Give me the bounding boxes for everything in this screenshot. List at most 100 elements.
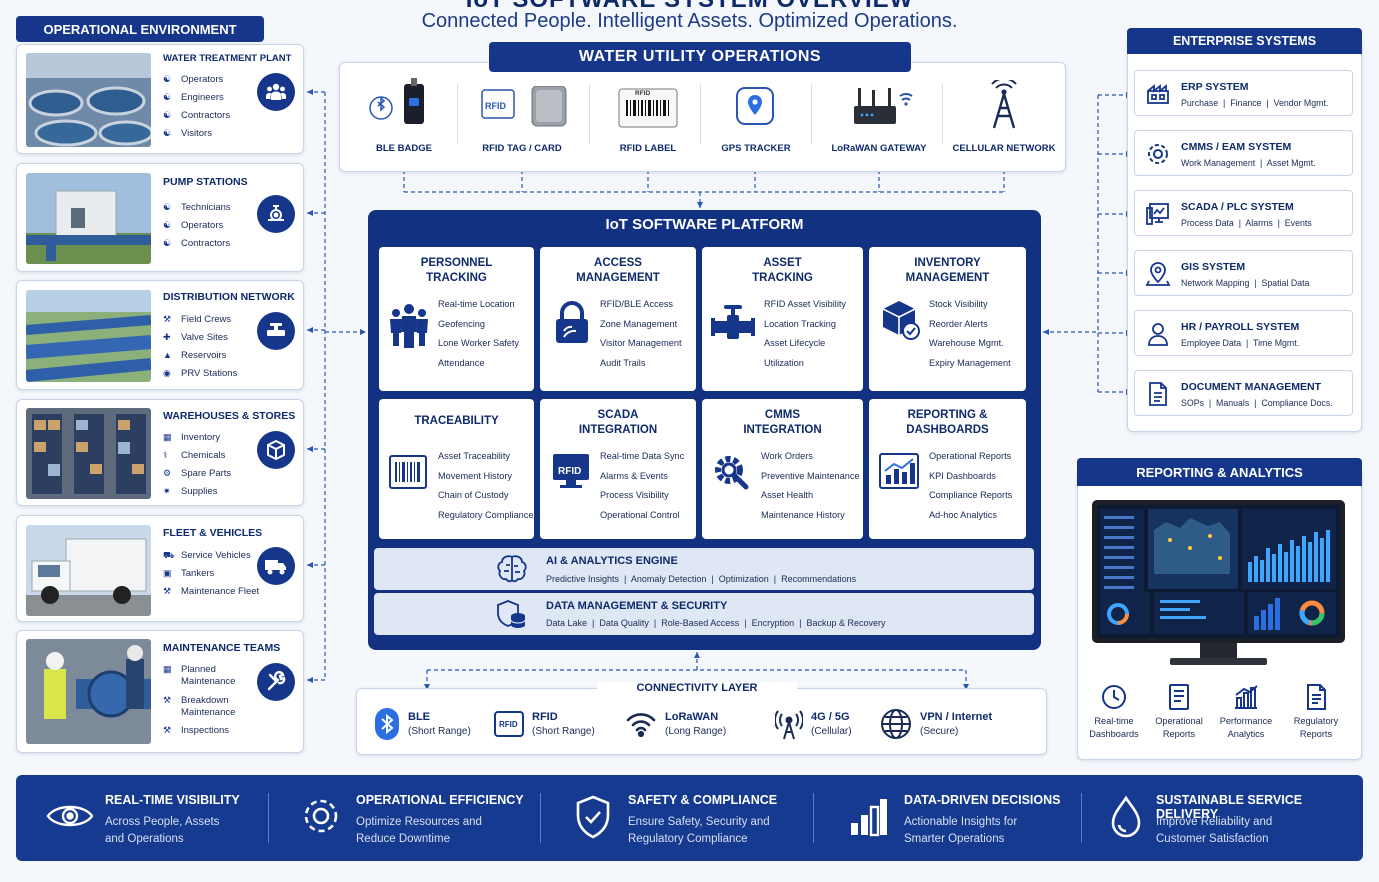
benefit-divider [268, 793, 269, 843]
box-icon [257, 431, 295, 469]
ent-scada-plc-system[interactable]: SCADA / PLC SYSTEM Process Data | Alarms… [1134, 190, 1353, 236]
device-ble-badge[interactable]: BLE BADGE [351, 62, 457, 162]
conn-cellular[interactable]: 4G / 5G(Cellular) [775, 706, 852, 742]
device-cellular-network[interactable]: CELLULAR NETWORK [948, 62, 1060, 162]
ent-cmms-eam-system[interactable]: CMMS / EAM SYSTEM Work Management | Asse… [1134, 130, 1353, 176]
device-gps-tracker[interactable]: GPS TRACKER [706, 62, 806, 162]
gauge-icon: ◉ [163, 368, 171, 378]
env-card-title: DISTRIBUTION NETWORK [163, 291, 295, 303]
module-item: Maintenance History [761, 509, 845, 520]
ent-gis-system[interactable]: GIS SYSTEM Network Mapping | Spatial Dat… [1134, 250, 1353, 296]
bar-chart-icon [1235, 685, 1258, 709]
conn-vpn[interactable]: VPN / Internet(Secure) [880, 706, 992, 742]
module-item: Zone Management [600, 318, 678, 329]
connectivity-title: CONNECTIVITY LAYER [597, 682, 797, 694]
benefit-operational-efficiency: OPERATIONAL EFFICIENCY Optimize Resource… [276, 775, 538, 861]
device-lorawan-gateway[interactable]: LoRaWAN GATEWAY [818, 62, 940, 162]
env-card-fleet[interactable]: FLEET & VEHICLES ⛟Service Vehicles ▣Tank… [16, 515, 304, 622]
scada-rfid-text: RFID [558, 466, 582, 477]
conn-lorawan[interactable]: LoRaWAN(Long Range) [625, 706, 726, 742]
module-reporting-dashboards[interactable]: REPORTING &DASHBOARDS Operational Report… [869, 399, 1026, 539]
env-card-title: WAREHOUSES & STORES [163, 410, 296, 422]
module-item: Preventive Maintenance [761, 470, 860, 481]
benefit-divider [813, 793, 814, 843]
ent-subtitle: Work Management | Asset Mgmt. [1181, 158, 1316, 168]
env-card-distribution-network[interactable]: DISTRIBUTION NETWORK ⚒Field Crews ✚Valve… [16, 280, 304, 390]
water-utility-header: WATER UTILITY OPERATIONS [489, 42, 911, 72]
module-item: Audit Trails [600, 357, 646, 368]
gps-tracker-icon [736, 87, 774, 125]
conn-desc: (Cellular) [811, 726, 852, 737]
module-item: Expiry Management [929, 357, 1011, 368]
module-item: Operational Reports [929, 451, 1012, 461]
module-item: Location Tracking [764, 318, 837, 329]
barcode-icon [389, 455, 427, 489]
device-divider [811, 84, 812, 144]
env-card-warehouses[interactable]: WAREHOUSES & STORES ▦Inventory ⚕Chemical… [16, 399, 304, 506]
ent-document-management[interactable]: DOCUMENT MANAGEMENT SOPs | Manuals | Com… [1134, 370, 1353, 416]
water-drop-icon [1111, 795, 1141, 838]
device-label: GPS TRACKER [721, 143, 791, 154]
ent-title: GIS SYSTEM [1181, 261, 1246, 273]
device-label: RFID TAG / CARD [482, 143, 562, 154]
conn-ble[interactable]: BLE(Short Range) [374, 706, 471, 742]
env-card-water-treatment[interactable]: WATER TREATMENT PLANT ☯Operators ☯Engine… [16, 44, 304, 154]
ai-analytics-engine[interactable]: AI & ANALYTICS ENGINE Predictive Insight… [374, 548, 1034, 590]
module-item: Movement History [438, 470, 513, 481]
valve-badge-icon [257, 312, 295, 350]
cog-icon [304, 799, 338, 833]
env-item: Maintenance Fleet [181, 586, 260, 597]
benefit-title: SAFETY & COMPLIANCE [628, 793, 778, 807]
device-rfid-label[interactable]: RFID RFID LABEL [596, 62, 700, 162]
device-divider [942, 84, 943, 144]
conn-rfid[interactable]: RFID RFID(Short Range) [494, 706, 595, 742]
pump-station-photo [26, 173, 151, 264]
chart-dashboard-icon [879, 453, 919, 489]
gear-wrench-icon [715, 456, 749, 490]
wifi-signal-icon [626, 713, 656, 738]
module-traceability[interactable]: TRACEABILITY Asset Traceability Movement… [379, 399, 534, 539]
env-card-maintenance-teams[interactable]: MAINTENANCE TEAMS ▦Planned Maintenance ⚒… [16, 630, 304, 753]
ent-subtitle: Process Data | Alarms | Events [1181, 218, 1312, 228]
ent-subtitle: SOPs | Manuals | Compliance Docs. [1181, 398, 1333, 408]
env-item: Engineers [181, 92, 224, 103]
data-management-security[interactable]: DATA MANAGEMENT & SECURITY Data Lake | D… [374, 593, 1034, 635]
module-title: TRACEABILITY [414, 415, 499, 427]
people-icon: ☯ [163, 92, 172, 102]
benefit-realtime-visibility: REAL-TIME VISIBILITY Across People, Asse… [16, 775, 266, 861]
engine-title: DATA MANAGEMENT & SECURITY [546, 600, 728, 612]
ent-erp-system[interactable]: ERP SYSTEM Purchase | Finance | Vendor M… [1134, 70, 1353, 116]
ent-hr-payroll-system[interactable]: HR / PAYROLL SYSTEM Employee Data | Time… [1134, 310, 1353, 356]
database-shield-icon [497, 600, 526, 628]
benefit-data-driven-decisions: DATA-DRIVEN DECISIONS Actionable Insight… [821, 775, 1083, 861]
ent-title: HR / PAYROLL SYSTEM [1181, 321, 1300, 333]
benefit-divider [1081, 793, 1082, 843]
benefit-title: SUSTAINABLE SERVICE DELIVERY [1156, 793, 1303, 821]
env-item: PRV Stations [181, 368, 238, 379]
env-item: Chemicals [181, 450, 226, 461]
calendar-icon: ▦ [163, 664, 172, 674]
connectivity-layer [356, 688, 1047, 755]
rfid-card-icon [481, 86, 567, 127]
clock-dashboard-icon [1102, 685, 1126, 709]
device-divider [589, 84, 590, 144]
map-pin-icon [1145, 262, 1171, 286]
ent-title: SCADA / PLC SYSTEM [1181, 201, 1294, 213]
control-monitor-icon [1146, 203, 1169, 225]
env-card-pump-stations[interactable]: PUMP STATIONS ☯Technicians ☯Operators ☯C… [16, 163, 304, 272]
truck-icon [257, 547, 295, 585]
device-rfid-card[interactable]: RFID RFID TAG / CARD [466, 62, 578, 162]
module-item: Chain of Custody [438, 490, 509, 500]
